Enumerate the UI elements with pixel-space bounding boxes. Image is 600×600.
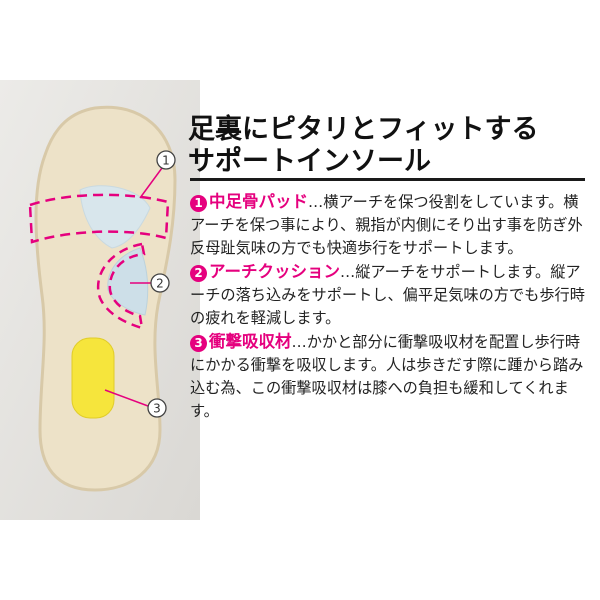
callout-3-line	[104, 389, 149, 407]
feature-2-description: …縦アーチをサポートします。縦アーチの落ち込みをサポートし、偏平足気味の方でも歩…	[190, 263, 585, 327]
feature-1-description: …横アーチを保つ役割をしています。横アーチを保つ事により、親指が内側にそり出す事…	[190, 193, 583, 257]
heel-shock-absorber	[71, 337, 115, 419]
headline-line-1: 足裏にピタリとフィットする	[188, 114, 539, 145]
insole-photo: 1 2 3	[0, 80, 200, 520]
headline-line-2: サポートインソール	[188, 146, 431, 177]
callout-1-band	[28, 193, 170, 244]
callout-3-marker	[147, 398, 167, 418]
headline-underline	[190, 178, 585, 181]
callout-1-marker	[156, 150, 176, 170]
feature-3-number-badge: 3	[190, 335, 207, 352]
feature-1-number-badge: 1	[190, 195, 207, 212]
feature-3-title: 衝撃吸収材	[209, 332, 292, 351]
feature-1-title: 中足骨パッド	[209, 192, 308, 211]
callout-1-line	[139, 167, 163, 199]
headline: 足裏にピタリとフィットする サポートインソール	[188, 114, 588, 178]
feature-2-number-badge: 2	[190, 265, 207, 282]
callout-1-number: 1	[162, 154, 170, 168]
callout-2-marker	[150, 273, 170, 293]
callout-3-number: 3	[153, 402, 161, 416]
callout-2-number: 2	[156, 277, 164, 291]
feature-3-description: …かかと部分に衝撃吸収材を配置し歩行時にかかる衝撃を吸収します。人は歩きだす際に…	[190, 333, 584, 420]
feature-2-title: アーチクッション	[209, 262, 341, 281]
insole-shape	[34, 105, 177, 492]
callout-2-arc	[96, 242, 146, 330]
